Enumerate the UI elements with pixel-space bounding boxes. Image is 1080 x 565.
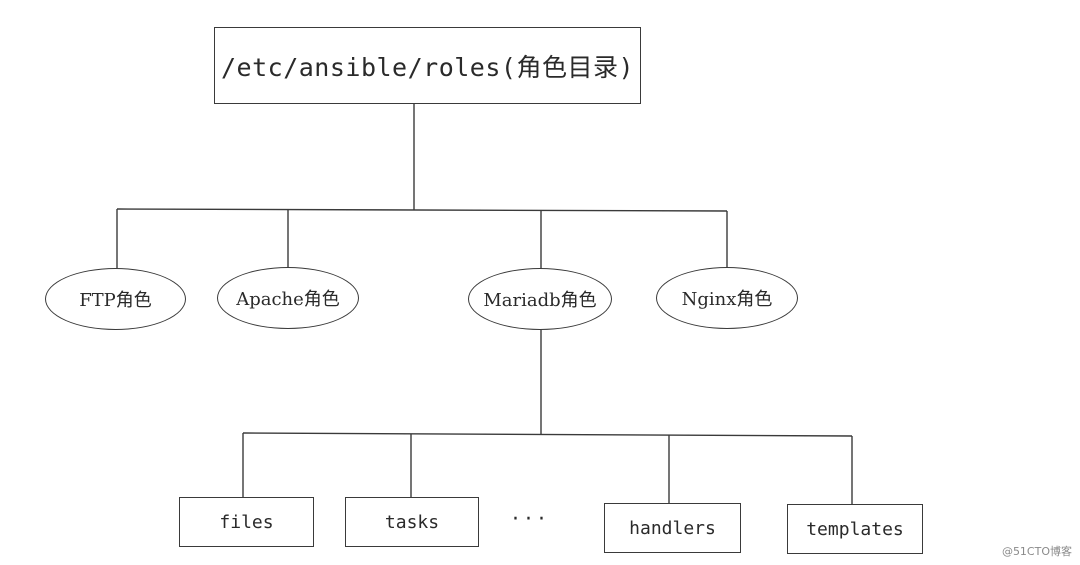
role-label-ftp: FTP角色: [79, 290, 152, 311]
role-node-ftp: FTP角色: [45, 268, 186, 330]
connector-role-bus: [116, 208, 728, 212]
root-directory-node: /etc/ansible/roles(角色目录): [214, 27, 641, 104]
dir-label-tasks: tasks: [384, 511, 440, 533]
role-label-mariadb: Mariadb角色: [483, 290, 597, 311]
root-directory-label: /etc/ansible/roles(角色目录): [220, 52, 635, 82]
dir-label-handlers: handlers: [629, 517, 716, 539]
dir-node-tasks: tasks: [345, 497, 479, 547]
more-dirs-ellipsis: ···: [512, 507, 551, 532]
connector-dir-bus: [242, 432, 853, 437]
role-label-apache: Apache角色: [236, 289, 340, 310]
dir-node-files: files: [179, 497, 314, 547]
dir-node-handlers: handlers: [604, 503, 741, 553]
dir-label-files: files: [219, 511, 274, 533]
dir-label-templates: templates: [806, 518, 904, 540]
dir-node-templates: templates: [787, 504, 923, 554]
role-node-apache: Apache角色: [217, 267, 359, 329]
watermark-text: @51CTO博客: [1001, 545, 1072, 558]
role-node-mariadb: Mariadb角色: [468, 268, 612, 330]
role-label-nginx: Nginx角色: [681, 289, 773, 310]
role-node-nginx: Nginx角色: [656, 267, 798, 329]
